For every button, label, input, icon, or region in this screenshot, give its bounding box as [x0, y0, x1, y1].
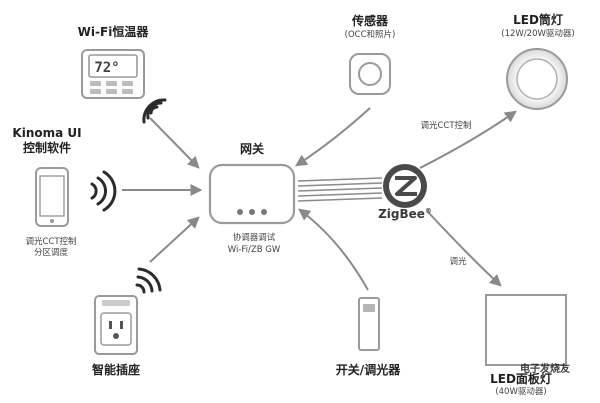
switch-dimmer-label: 开关/调光器 — [335, 363, 401, 377]
thermostat-display: 72° — [94, 60, 119, 76]
thermostat-icon — [81, 49, 145, 99]
sensor-icon — [349, 53, 391, 95]
sensor-sub: (OCC和照片) — [344, 30, 396, 40]
downlight-title: LED筒灯 — [513, 13, 563, 27]
gateway-box — [208, 163, 296, 225]
zigbee-link-lines — [297, 177, 383, 202]
sensor-title: 传感器 — [351, 14, 389, 28]
wifi-waves-phone — [90, 170, 117, 212]
gateway-sub-line1: 协调器调试 — [232, 233, 276, 243]
kinoma-label-line2: 控制软件 — [22, 141, 72, 155]
downlight-icon — [506, 48, 568, 110]
panel-sub: (40W驱动器) — [495, 387, 547, 397]
led-panel-icon — [485, 294, 567, 366]
arrow-sensor-to-gateway — [294, 107, 371, 167]
arrow-plug-to-gateway — [149, 216, 200, 263]
arrows-from-zigbee — [419, 110, 517, 287]
watermark-text: 电子发烧友 — [520, 364, 570, 375]
smartphone-icon — [35, 167, 69, 227]
gateway-title: 网关 — [239, 142, 265, 156]
wifi-waves-plug — [135, 267, 162, 294]
zigbee-text: ZigBee — [378, 207, 425, 221]
arrow-thermostat-to-gateway — [149, 117, 200, 169]
phone-sub-line1: 调光CCT控制 — [25, 237, 77, 247]
cct-control-label: 调光CCT控制 — [420, 121, 472, 131]
smart-plug-icon — [94, 295, 138, 355]
thermostat-label: Wi-Fi恒温器 — [77, 25, 149, 39]
panel-title: LED面板灯 — [490, 372, 552, 386]
kinoma-label-line1: Kinoma UI — [12, 126, 82, 140]
dimming-label: 调光 — [449, 257, 467, 267]
wifi-waves-thermostat — [142, 98, 167, 124]
arrow-switch-to-gateway — [298, 208, 369, 291]
smart-plug-label: 智能插座 — [91, 363, 141, 377]
zigbee-registered-mark: ® — [424, 207, 432, 215]
zigbee-logo — [383, 164, 427, 208]
zigbee-wordmark: ZigBee® — [378, 207, 432, 222]
arrows-into-gateway — [122, 107, 371, 291]
switch-dimmer-icon — [358, 297, 380, 351]
arrow-zigbee-to-panel — [427, 211, 502, 287]
downlight-sub: (12W/20W驱动器) — [501, 29, 575, 39]
gateway-sub-line2: Wi-Fi/ZB GW — [227, 245, 281, 255]
phone-sub-line2: 分区调度 — [33, 248, 69, 258]
arrow-zigbee-to-downlight — [419, 110, 517, 169]
